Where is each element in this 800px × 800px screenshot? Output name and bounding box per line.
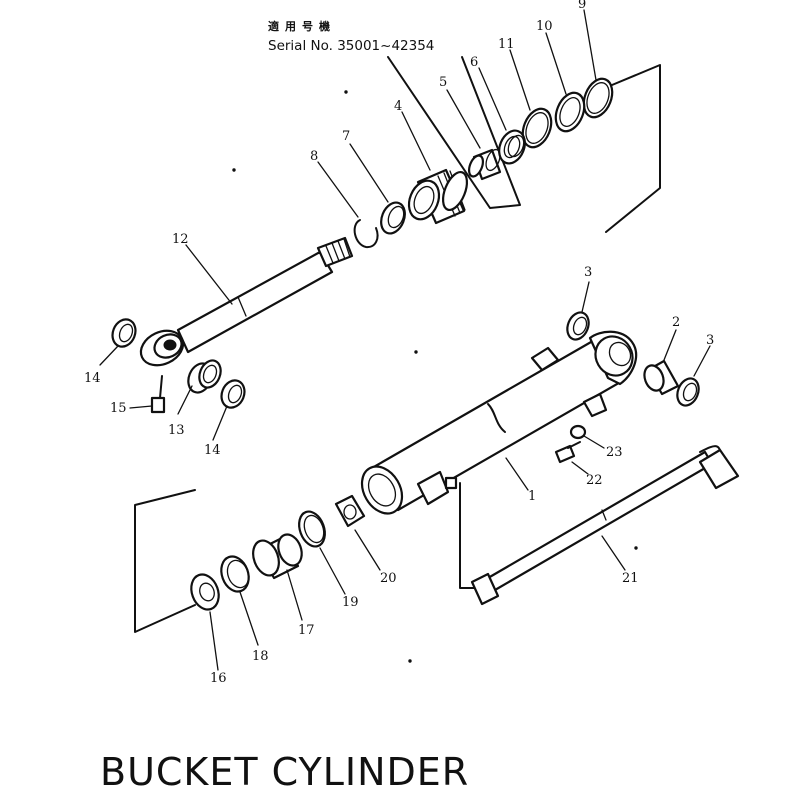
- part-23-washer: [569, 424, 587, 440]
- part-2-bushing: [643, 359, 680, 396]
- part-4-cylinder-head: [407, 168, 469, 225]
- part-1-cylinder-tube: [360, 330, 638, 515]
- center-bracket: [459, 482, 481, 589]
- label-part-13: 13: [168, 423, 185, 438]
- leader-lines: [99, 9, 711, 671]
- scan-specks: [232, 90, 638, 663]
- serial-note-japanese: 適用号機: [268, 19, 336, 33]
- label-part-1: 1: [528, 489, 536, 504]
- label-part-12: 12: [172, 232, 189, 247]
- label-part-8: 8: [310, 149, 318, 164]
- part-number-labels: 9 10 11 6 5 4 7 8 12 14 15 13 14 3 2 3 1…: [84, 0, 714, 686]
- part-3-seal-right: [676, 377, 700, 407]
- label-part-2: 2: [672, 315, 680, 330]
- label-part-23: 23: [606, 445, 623, 460]
- part-13-bushing: [187, 359, 222, 394]
- part-18-ring: [220, 555, 250, 593]
- label-part-5: 5: [439, 75, 447, 90]
- part-19-ring: [298, 510, 326, 548]
- lower-left-bracket: [134, 489, 196, 633]
- label-part-14-left: 14: [84, 371, 101, 386]
- part-21-hose: [470, 445, 740, 606]
- label-part-14-right: 14: [204, 443, 221, 458]
- part-9-ring: [582, 77, 614, 119]
- part-8-snap-ring: [353, 219, 379, 249]
- part-11-ring: [521, 107, 553, 149]
- part-22-bolt: [554, 441, 581, 464]
- label-part-20: 20: [380, 571, 397, 586]
- label-part-17: 17: [298, 623, 315, 638]
- label-part-10: 10: [536, 19, 553, 34]
- serial-bracket: [387, 56, 521, 209]
- part-10-ring: [554, 91, 586, 133]
- label-part-16: 16: [210, 671, 227, 686]
- part-17-piston: [252, 533, 303, 580]
- label-part-6: 6: [470, 55, 478, 70]
- label-part-22: 22: [586, 473, 603, 488]
- serial-number-range: Serial No. 35001~42354: [268, 38, 434, 54]
- part-6-seal: [498, 129, 526, 165]
- part-3-seal-upper: [566, 311, 590, 341]
- part-7-ring: [380, 201, 406, 235]
- label-part-9: 9: [578, 0, 586, 12]
- part-14-seal-left: [111, 318, 137, 348]
- label-part-3-right: 3: [706, 333, 714, 348]
- label-part-4: 4: [394, 99, 402, 114]
- part-15-grease-fitting: [150, 375, 166, 414]
- part-14-seal-right: [220, 379, 246, 409]
- diagram-title: BUCKET CYLINDER: [100, 750, 470, 794]
- label-part-15: 15: [110, 401, 127, 416]
- label-part-18: 18: [252, 649, 269, 664]
- label-part-21: 21: [622, 571, 639, 586]
- part-5-bushing: [467, 148, 502, 181]
- upper-right-bracket: [605, 64, 661, 233]
- part-20-nut: [334, 494, 366, 528]
- part-12-piston-rod: [139, 236, 354, 367]
- label-part-7: 7: [342, 129, 350, 144]
- part-16-washer: [190, 573, 220, 611]
- label-part-3-upper: 3: [584, 265, 592, 280]
- label-part-19: 19: [342, 595, 359, 610]
- label-part-11: 11: [498, 37, 515, 52]
